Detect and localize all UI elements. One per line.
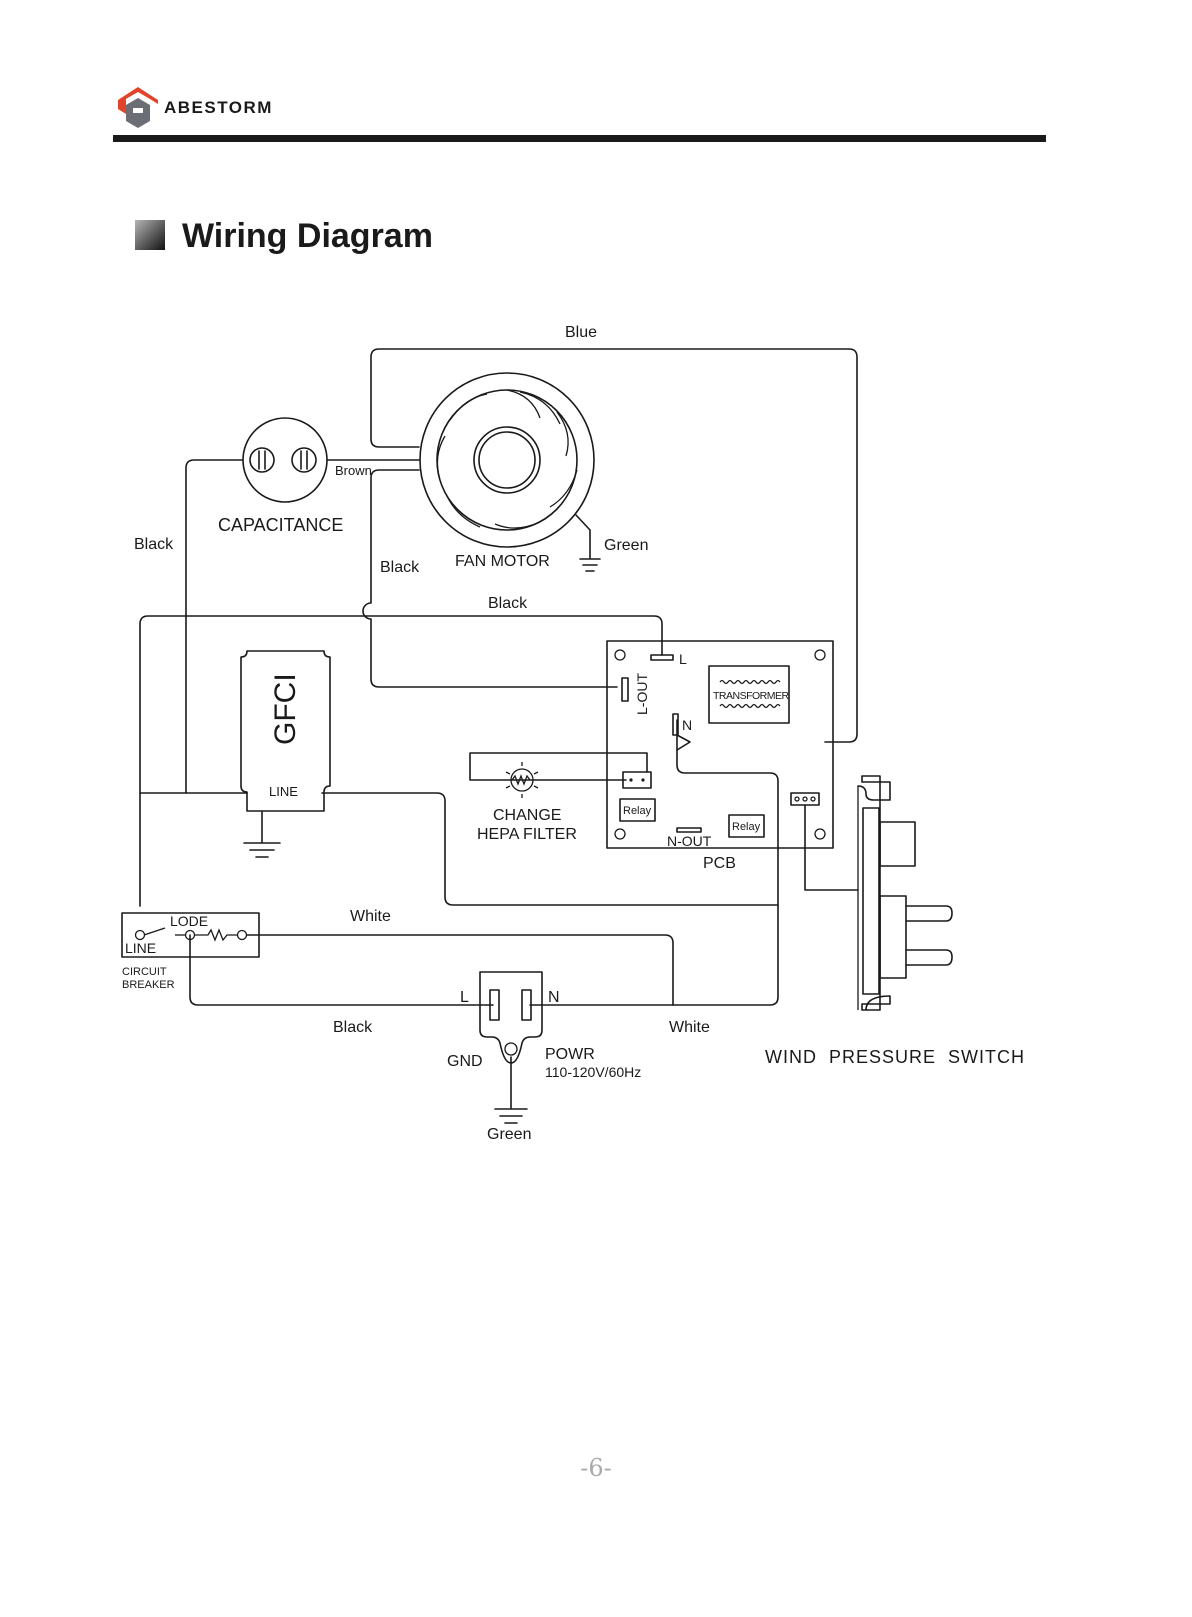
fan-motor-label: FAN MOTOR [455, 553, 550, 570]
gfci-line-label: LINE [269, 784, 298, 799]
power-label-1: POWR [545, 1046, 595, 1063]
pcb-board: TRANSFORMER Relay Relay L L-OUT N N-OUT [607, 641, 833, 849]
pcb-l-label: L [679, 651, 687, 667]
gfci-component: GFCI LINE [241, 651, 330, 811]
power-label-2: 110-120V/60Hz [545, 1064, 641, 1080]
black-bottom-wire-label: Black [333, 1019, 373, 1036]
black-bottom-wire [190, 935, 493, 1005]
wind-pressure-switch-label: WIND PRESSURE SWITCH [765, 1047, 1025, 1067]
green-ground-wire-label: Green [487, 1126, 531, 1143]
transformer-label: TRANSFORMER [713, 690, 790, 702]
title-bullet-icon [135, 220, 165, 250]
capacitance-component [243, 418, 327, 502]
pcb-nout-label: N-OUT [667, 833, 712, 849]
pcb-n-label: N [682, 717, 692, 733]
black-top-wire [140, 616, 662, 906]
pcb-l-terminal [651, 655, 673, 660]
fan-motor-component [420, 373, 594, 547]
brand-logo: ABESTORM [118, 87, 273, 128]
capacitance-label: CAPACITANCE [218, 515, 343, 535]
pcb-lout-label: L-OUT [634, 673, 650, 715]
black-top-wire-label: Black [488, 595, 528, 612]
filter-connector [623, 772, 651, 788]
brand-name: ABESTORM [164, 98, 273, 117]
pcb-lout-terminal [622, 678, 628, 701]
blue-wire-label: Blue [565, 324, 597, 341]
page-number: -6- [580, 1454, 612, 1482]
relay-2-label: Relay [732, 821, 761, 833]
change-filter-wire [470, 753, 647, 780]
brown-wire-label: Brown [335, 463, 372, 478]
breaker-lode-label: LODE [170, 913, 208, 929]
pcb-n-wire [677, 735, 690, 750]
change-filter-label-2: HEPA FILTER [477, 826, 577, 843]
plug-n-label: N [548, 989, 560, 1006]
black-fan-wire [363, 470, 617, 687]
circuit-breaker-label-1: CIRCUIT [122, 966, 167, 978]
plug-l-label: L [460, 989, 469, 1006]
wind-pressure-switch-component [858, 776, 952, 1010]
black-fan-wire-label: Black [380, 559, 420, 576]
black-left-wire [186, 460, 242, 793]
pcb-n-terminal [673, 714, 678, 735]
relay-1-label: Relay [623, 805, 652, 817]
page-title: Wiring Diagram [182, 217, 433, 255]
gnd-label: GND [447, 1053, 483, 1070]
breaker-line-label: LINE [125, 940, 156, 956]
change-filter-label-1: CHANGE [493, 807, 561, 824]
pcb-nout-terminal [677, 828, 701, 832]
change-filter-indicator [506, 762, 538, 798]
circuit-breaker-label-2: BREAKER [122, 979, 175, 991]
pcb-label: PCB [703, 855, 736, 872]
gfci-label: GFCI [269, 673, 302, 745]
n-out-wire [530, 720, 778, 1005]
header-rule [113, 135, 1046, 142]
black-left-wire-label: Black [134, 536, 174, 553]
fan-ground-wire [576, 515, 590, 558]
green-fan-wire-label: Green [604, 537, 648, 554]
white-bottom-wire-label: White [669, 1019, 710, 1036]
white-top-wire-label: White [350, 908, 391, 925]
